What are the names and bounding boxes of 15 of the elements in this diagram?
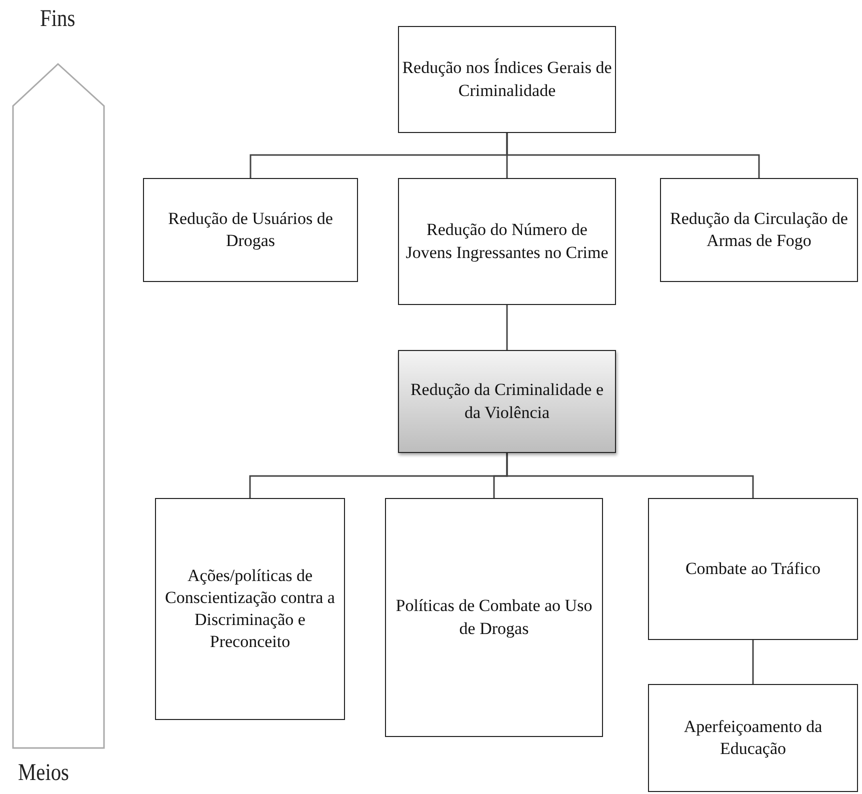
text-box: Ações/políticas de Conscientização contra a Discriminação e Preconceito [155,498,345,720]
text-box: Combate ao Tráfico [648,498,858,640]
text-box: Políticas de Combate ao Uso de Drogas [385,498,603,737]
text-box: Redução de Usuários de Drogas [143,178,358,282]
connector-line [752,640,754,684]
axis-label: Meios [18,760,69,787]
text-box: Aperfeiçoamento da Educação [648,684,858,792]
text-box: Redução nos Índices Gerais de Criminalidade [398,26,616,133]
connector-line [506,453,754,498]
connector-line [506,133,760,178]
axis-label: Fins [40,6,76,33]
highlighted-box: Redução da Criminalidade e da Violência [398,350,616,453]
text-box: Redução do Número de Jovens Ingressantes no Crime [398,178,616,305]
text-box: Redução da Circulação de Armas de Fogo [660,178,858,282]
connector-line [506,305,508,350]
